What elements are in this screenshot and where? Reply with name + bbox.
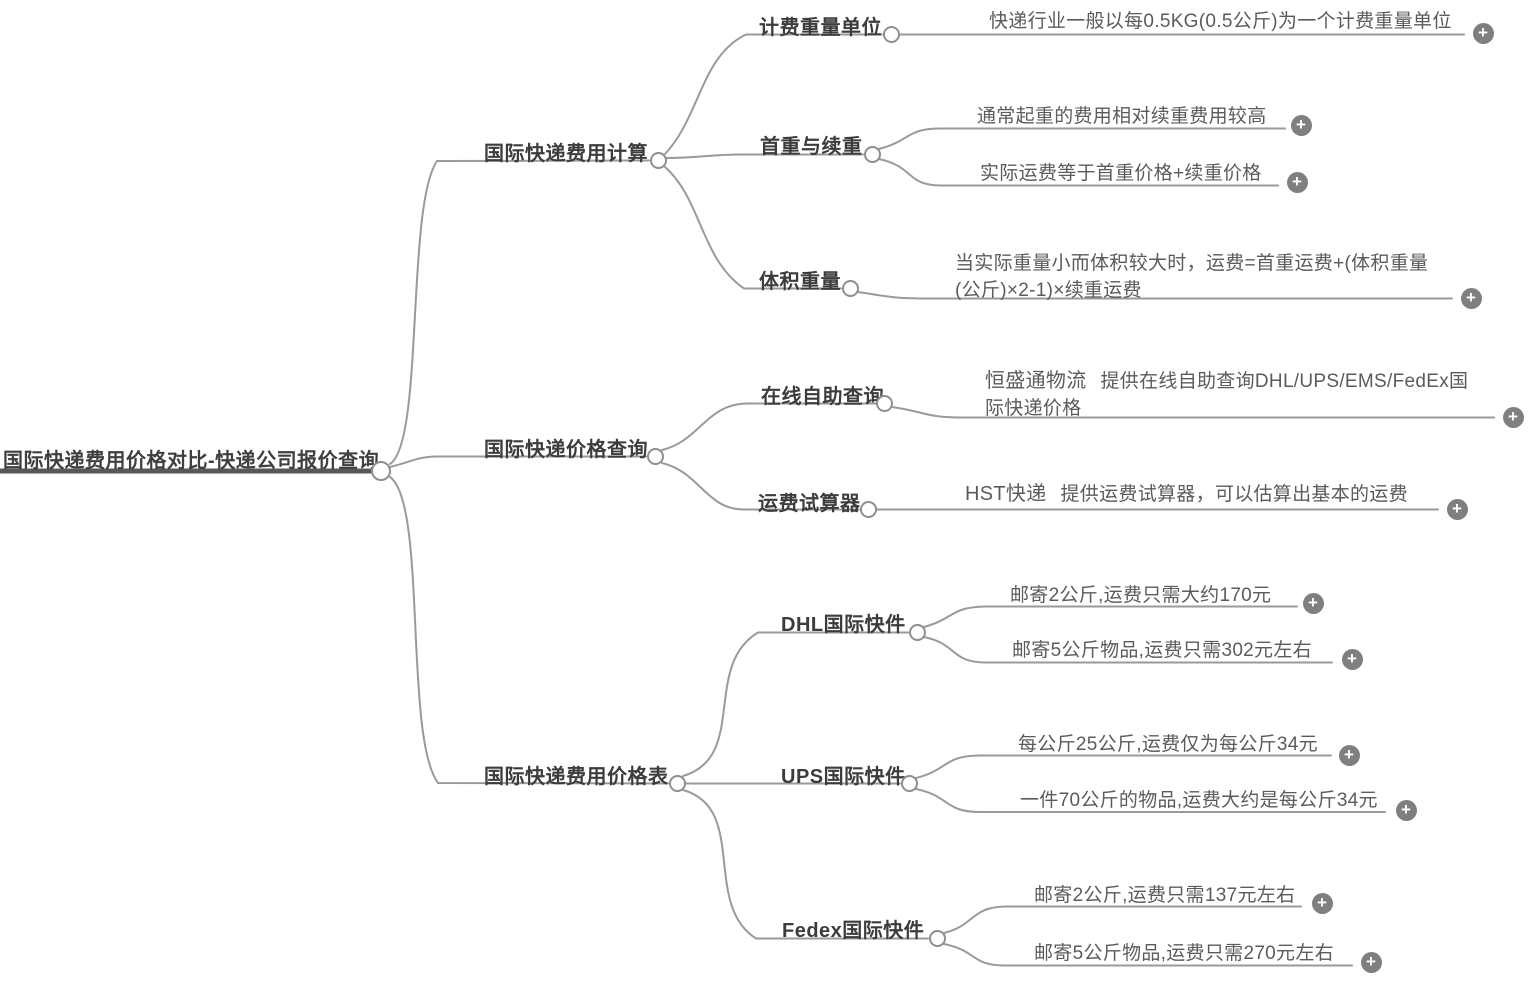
leaf-fedex-price-1[interactable]: 邮寄2公斤,运费只需137元左右 bbox=[1034, 885, 1296, 906]
leaf-fedex-price-2[interactable]: 邮寄5公斤物品,运费只需270元左右 bbox=[1034, 943, 1334, 964]
expand-plus-icon[interactable]: + bbox=[1302, 592, 1324, 614]
node-fee-calculation[interactable]: 国际快递费用计算 bbox=[484, 143, 648, 165]
node-billing-weight-unit[interactable]: 计费重量单位 bbox=[759, 17, 882, 39]
node-anchor-icon[interactable] bbox=[646, 447, 664, 465]
leaf-text-hengshengtong: 提供在线自助查询DHL/UPS/EMS/FedEx国 际快递价格 bbox=[985, 371, 1469, 419]
expand-plus-icon[interactable]: + bbox=[1472, 22, 1494, 44]
node-online-self-query[interactable]: 在线自助查询 bbox=[761, 386, 884, 408]
leaf-dhl-price-1[interactable]: 邮寄2公斤,运费只需大约170元 bbox=[1010, 585, 1272, 606]
node-price-table[interactable]: 国际快递费用价格表 bbox=[484, 766, 669, 788]
expand-plus-icon[interactable]: + bbox=[1446, 498, 1468, 520]
expand-plus-icon[interactable]: + bbox=[1460, 287, 1482, 309]
leaf-ups-price-1[interactable]: 每公斤25公斤,运费仅为每公斤34元 bbox=[1018, 734, 1318, 755]
node-anchor-icon[interactable] bbox=[928, 929, 946, 947]
leaf-ups-price-2[interactable]: 一件70公斤的物品,运费大约是每公斤34元 bbox=[1020, 790, 1378, 811]
node-anchor-icon[interactable] bbox=[649, 151, 667, 169]
node-anchor-icon[interactable] bbox=[859, 500, 877, 518]
node-dhl[interactable]: DHL国际快件 bbox=[781, 614, 906, 636]
node-ups[interactable]: UPS国际快件 bbox=[781, 766, 906, 788]
node-anchor-icon[interactable] bbox=[900, 774, 918, 792]
node-freight-calculator[interactable]: 运费试算器 bbox=[758, 493, 861, 515]
leaf-first-weight-note-2[interactable]: 实际运费等于首重价格+续重价格 bbox=[980, 163, 1262, 184]
node-first-vs-additional-weight[interactable]: 首重与续重 bbox=[760, 136, 863, 158]
leaf-dhl-price-2[interactable]: 邮寄5公斤物品,运费只需302元左右 bbox=[1012, 640, 1312, 661]
leaf-source-hst[interactable]: HST快递 bbox=[965, 483, 1047, 505]
leaf-volumetric-formula[interactable]: 当实际重量小而体积较大时，运费=首重运费+(体积重量 (公斤)×2-1)×续重运… bbox=[955, 253, 1429, 301]
expand-plus-icon[interactable]: + bbox=[1360, 951, 1382, 973]
leaf-text-hst: 提供运费试算器，可以估算出基本的运费 bbox=[1060, 484, 1408, 505]
node-price-query[interactable]: 国际快递价格查询 bbox=[484, 439, 648, 461]
expand-plus-icon[interactable]: + bbox=[1395, 799, 1417, 821]
root-node-label[interactable]: 国际快递费用价格对比-快递公司报价查询 bbox=[3, 450, 380, 472]
node-volumetric-weight[interactable]: 体积重量 bbox=[759, 271, 841, 293]
node-anchor-icon[interactable] bbox=[882, 25, 900, 43]
node-anchor-icon[interactable] bbox=[841, 279, 859, 297]
expand-plus-icon[interactable]: + bbox=[1341, 648, 1363, 670]
leaf-hst-note[interactable]: HST快递提供运费试算器，可以估算出基本的运费 bbox=[965, 481, 1408, 508]
expand-plus-icon[interactable]: + bbox=[1502, 406, 1524, 428]
root-node-anchor-icon[interactable] bbox=[371, 461, 391, 481]
expand-plus-icon[interactable]: + bbox=[1286, 171, 1308, 193]
node-anchor-icon[interactable] bbox=[875, 394, 893, 412]
node-anchor-icon[interactable] bbox=[668, 774, 686, 792]
node-anchor-icon[interactable] bbox=[863, 145, 881, 163]
leaf-billing-weight-note[interactable]: 快递行业一般以每0.5KG(0.5公斤)为一个计费重量单位 bbox=[989, 11, 1452, 32]
leaf-source-hengshengtong[interactable]: 恒盛通物流 bbox=[985, 370, 1087, 392]
node-fedex[interactable]: Fedex国际快件 bbox=[782, 920, 925, 942]
leaf-first-weight-note-1[interactable]: 通常起重的费用相对续重费用较高 bbox=[977, 106, 1267, 127]
expand-plus-icon[interactable]: + bbox=[1338, 744, 1360, 766]
node-anchor-icon[interactable] bbox=[908, 623, 926, 641]
expand-plus-icon[interactable]: + bbox=[1311, 892, 1333, 914]
leaf-hengshengtong-note[interactable]: 恒盛通物流提供在线自助查询DHL/UPS/EMS/FedEx国 际快递价格 bbox=[985, 368, 1468, 422]
expand-plus-icon[interactable]: + bbox=[1290, 114, 1312, 136]
